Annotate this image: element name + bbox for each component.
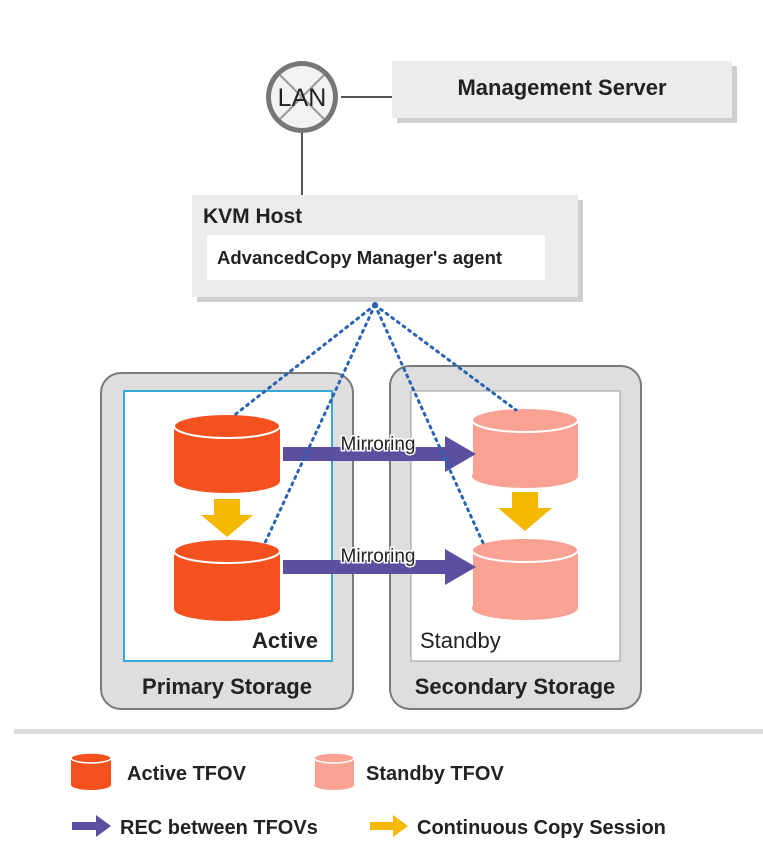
- volume-base: [174, 469, 280, 493]
- kvm-host: KVM Host AdvancedCopy Manager's agent: [192, 195, 583, 302]
- secondary-status-label: Standby: [420, 628, 501, 653]
- access-path: [230, 303, 377, 419]
- volume-top: [173, 413, 281, 439]
- management-server-label: Management Server: [457, 75, 667, 100]
- active-volume-top: [173, 413, 281, 493]
- volume-base: [472, 596, 578, 620]
- access-path: [373, 303, 486, 547]
- lan-node: LAN: [266, 61, 338, 133]
- lan-label: LAN: [278, 84, 327, 112]
- mirroring-arrow-top: [283, 436, 476, 472]
- mirroring-label-top: Mirroring: [341, 434, 416, 455]
- continuous-copy-arrow-primary: [201, 499, 253, 537]
- primary-storage-label: Primary Storage: [142, 674, 312, 699]
- legend-continuous-copy-label: Continuous Copy Session: [417, 817, 666, 839]
- access-paths: [230, 303, 518, 547]
- legend-rec-label: REC between TFOVs: [120, 817, 318, 839]
- legend-copy-arrow-icon: [370, 815, 408, 837]
- active-volume-bottom: [173, 538, 281, 621]
- legend: Active TFOV Standby TFOV REC between TFO…: [70, 752, 666, 839]
- volume-top: [471, 407, 579, 433]
- kvm-host-title: KVM Host: [203, 205, 302, 228]
- secondary-storage-label: Secondary Storage: [415, 674, 616, 699]
- legend-standby-tfov-icon: [313, 752, 355, 790]
- legend-active-tfov-icon: [70, 752, 112, 790]
- volume-base: [472, 464, 578, 488]
- access-path: [262, 303, 377, 547]
- standby-volume-bottom: [471, 537, 579, 620]
- continuous-copy-arrow-secondary: [498, 492, 552, 531]
- lan-cross-line: [279, 74, 325, 120]
- legend-active-tfov-label: Active TFOV: [127, 763, 247, 785]
- agent-label: AdvancedCopy Manager's agent: [217, 247, 502, 268]
- agent-box: [207, 235, 545, 280]
- volume-top: [471, 537, 579, 563]
- access-path: [373, 303, 518, 412]
- legend-rec-arrow-icon: [72, 815, 111, 837]
- mirroring-arrow-bottom: [283, 549, 476, 585]
- mirroring-label-bottom: Mirroring: [341, 546, 416, 567]
- standby-volume-top: [471, 407, 579, 488]
- legend-standby-tfov-label: Standby TFOV: [366, 763, 504, 785]
- volume-base: [174, 597, 280, 621]
- management-server-box: [392, 61, 732, 118]
- access-path-origin: [372, 302, 378, 308]
- management-server: Management Server: [392, 61, 737, 123]
- volume-top: [173, 538, 281, 564]
- primary-status-label: Active: [252, 628, 318, 653]
